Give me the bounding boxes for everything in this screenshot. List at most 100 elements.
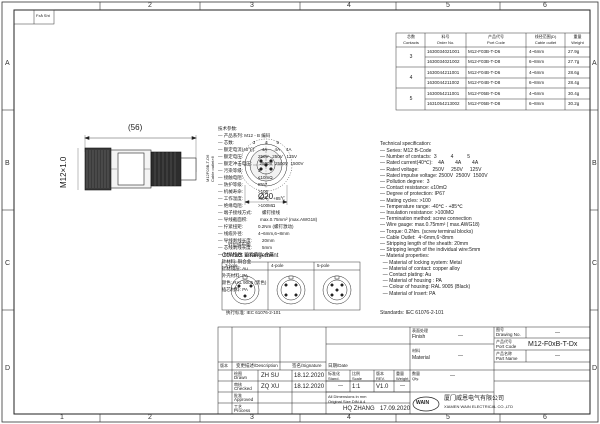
spec-line: — 机械寿命: >100	[218, 189, 269, 194]
header-cable-cn: 线径范围(D)	[534, 34, 557, 39]
header-code-cn: 产品代号	[488, 34, 504, 39]
table-cell: 30.4g	[568, 91, 580, 96]
table-cell: M12-F05B-T-D8	[468, 101, 501, 106]
drawing-no-value: —	[555, 330, 560, 336]
pole-label-4: 4-pole	[271, 263, 284, 268]
table-cell: 1630034021001	[427, 49, 460, 54]
spec-line: — Cable Outlet: 4~6mm,6~8mm	[380, 234, 454, 241]
spec-line: — 拧紧扭矩: 0.2Nm (螺钉激动)	[218, 224, 294, 229]
spec-line: — 线缆外径: 4~6mm,6~8mm	[218, 231, 290, 236]
scale-label-cn: 比例	[352, 371, 360, 376]
zone-label: 3	[250, 2, 254, 9]
spec-line: — Temperature range: -40℃ - +85℃	[380, 203, 463, 210]
spec-line: — Rated impulse voltage: 2500V 2500V 150…	[380, 172, 488, 179]
drawn-date: 18.12.2020	[294, 373, 325, 379]
part-name-label-cn: 产品名称	[496, 351, 512, 356]
checked-label: Checked	[234, 386, 252, 391]
contacts-cell: 5	[409, 96, 413, 102]
table-cell: 1630044211002	[427, 80, 460, 85]
table-cell: 1631054213002	[427, 101, 460, 106]
header-cable-en: Cable outlet	[534, 40, 557, 45]
table-cell: 4~6mm	[529, 91, 545, 96]
contact-5-pole-diagram	[322, 275, 352, 305]
material-label: Material	[412, 355, 430, 361]
zone-label: 1	[60, 414, 64, 421]
rev-header-date: 日期/Date	[328, 363, 348, 368]
company-name-en: XIAMEN WAIN ELECTRICAL CO.,LTD	[444, 404, 513, 409]
thread-label: M12×1.0	[59, 156, 68, 188]
process-name: HQ ZHANG	[343, 406, 375, 412]
spec-line: — 端子接线方式: 螺钉接线	[218, 210, 281, 215]
connector-side-view	[77, 135, 197, 191]
port-code-label-cn: 产品代号	[496, 339, 512, 344]
cable-outlet-note: M12F03B-T-D6 Cable outlet×6	[205, 154, 215, 182]
rev-label-cn: 版本	[376, 371, 384, 376]
spec-line: — 额定冲击电压: 2500V 2500V 1500V	[218, 161, 304, 166]
spec-line: — 导线剥线长度: 20mm	[218, 238, 275, 243]
header-order-cn: 料号	[441, 34, 450, 39]
qty-value: —	[450, 373, 455, 379]
company-name-cn: 厦门威恩电气有限公司	[444, 396, 505, 402]
table-cell: 6~8mm	[529, 101, 545, 106]
zone-label: 5	[446, 2, 450, 9]
header-contacts-cn: 芯数	[407, 34, 415, 39]
zone-label: B	[592, 160, 597, 167]
material-value: —	[458, 353, 463, 359]
spec-line: — Stripping length of the individual wir…	[380, 247, 481, 254]
checked-date: 18.12.2020	[294, 384, 325, 390]
weight-label: Weight	[396, 376, 409, 381]
length-dimension: (56)	[128, 123, 143, 132]
zone-label: C	[592, 260, 598, 267]
rev-value: V1.0	[376, 384, 389, 390]
spec-line: — Material properties:	[380, 253, 430, 260]
spec-line: — Mating cycles: >100	[380, 197, 431, 204]
spec-line: — Series: M12 B-Code	[380, 148, 432, 154]
port-code-value: M12-F0xB-T-Dx	[528, 341, 578, 348]
spec-line: — 芯数: 3 4 5	[218, 140, 280, 145]
weight-label-cn: 重量	[396, 371, 404, 376]
table-cell: 1630044211001	[427, 70, 460, 75]
spec-line: — Rated current(40℃): 4A 4A 4A	[380, 160, 479, 167]
table-cell: M12-F04B-T-D8	[468, 80, 501, 85]
spec-line: — 接触电阻: ≤10mΩ	[218, 175, 273, 180]
spec-line: — Number of contacts: 3 4 5	[380, 154, 471, 161]
zone-label: 4	[347, 2, 351, 9]
drawing-no-label-cn: 图号	[496, 327, 504, 332]
contact-4-pole-diagram	[276, 275, 306, 305]
spec-line: — Insulation resistance: >100MΩ	[380, 210, 454, 216]
spec-line: — Colour of housing: RAL 9005 (Black)	[380, 284, 471, 291]
stand-label-cn: 标准化	[328, 371, 340, 376]
company-logo	[412, 396, 440, 412]
table-cell: 4~6mm	[529, 49, 545, 54]
spec-line: — 材料特性: 锁紧螺母: 金属	[218, 252, 274, 257]
zone-label: D	[592, 365, 598, 372]
spec-line: — 工作温度: -40℃ - +85℃	[218, 196, 286, 201]
spec-line: — Rated voltage: 250V 250V 125V	[380, 166, 482, 173]
zone-label: 4	[347, 414, 351, 421]
spec-line: — Material of housing : PA	[380, 278, 442, 285]
table-cell: 27.9g	[568, 49, 580, 54]
contact-3-pole-diagram	[230, 275, 260, 305]
en-standard: Standards: IEC 61076-2-101	[380, 310, 444, 316]
table-cell: 6~8mm	[529, 80, 545, 85]
rev-label: REV.	[376, 376, 385, 381]
zone-label: B	[5, 160, 10, 167]
table-cell: 30.2g	[568, 101, 580, 106]
corner-label: Fxå Sht	[36, 13, 50, 18]
stand-label: Stand.	[328, 376, 340, 381]
company-logo-text: WAIN	[416, 400, 430, 406]
drawing-no-label: Drawing No.	[496, 332, 521, 337]
finish-label-cn: 表面处理	[412, 328, 428, 333]
spec-line: 插芯材料: PA	[218, 287, 248, 292]
cn-spec-title: 技术参数:	[218, 126, 238, 131]
stand-value: —	[338, 383, 343, 389]
qty-label-cn: 数量	[412, 371, 420, 376]
cn-standard: 执行标准: IEC 61076-2-101	[226, 310, 281, 315]
spec-line: — Material of contact: copper alloy	[380, 265, 460, 272]
spec-line: 外壳材料: PA	[218, 273, 248, 278]
drawn-label-cn: 绘图	[234, 371, 242, 376]
process-date: 17.09.2020	[380, 406, 411, 412]
part-name-value: —	[555, 353, 560, 359]
zone-label: 2	[148, 2, 152, 9]
spec-line: — 导线截面积: max.0.75mm² (max.AWG18)	[218, 217, 318, 222]
